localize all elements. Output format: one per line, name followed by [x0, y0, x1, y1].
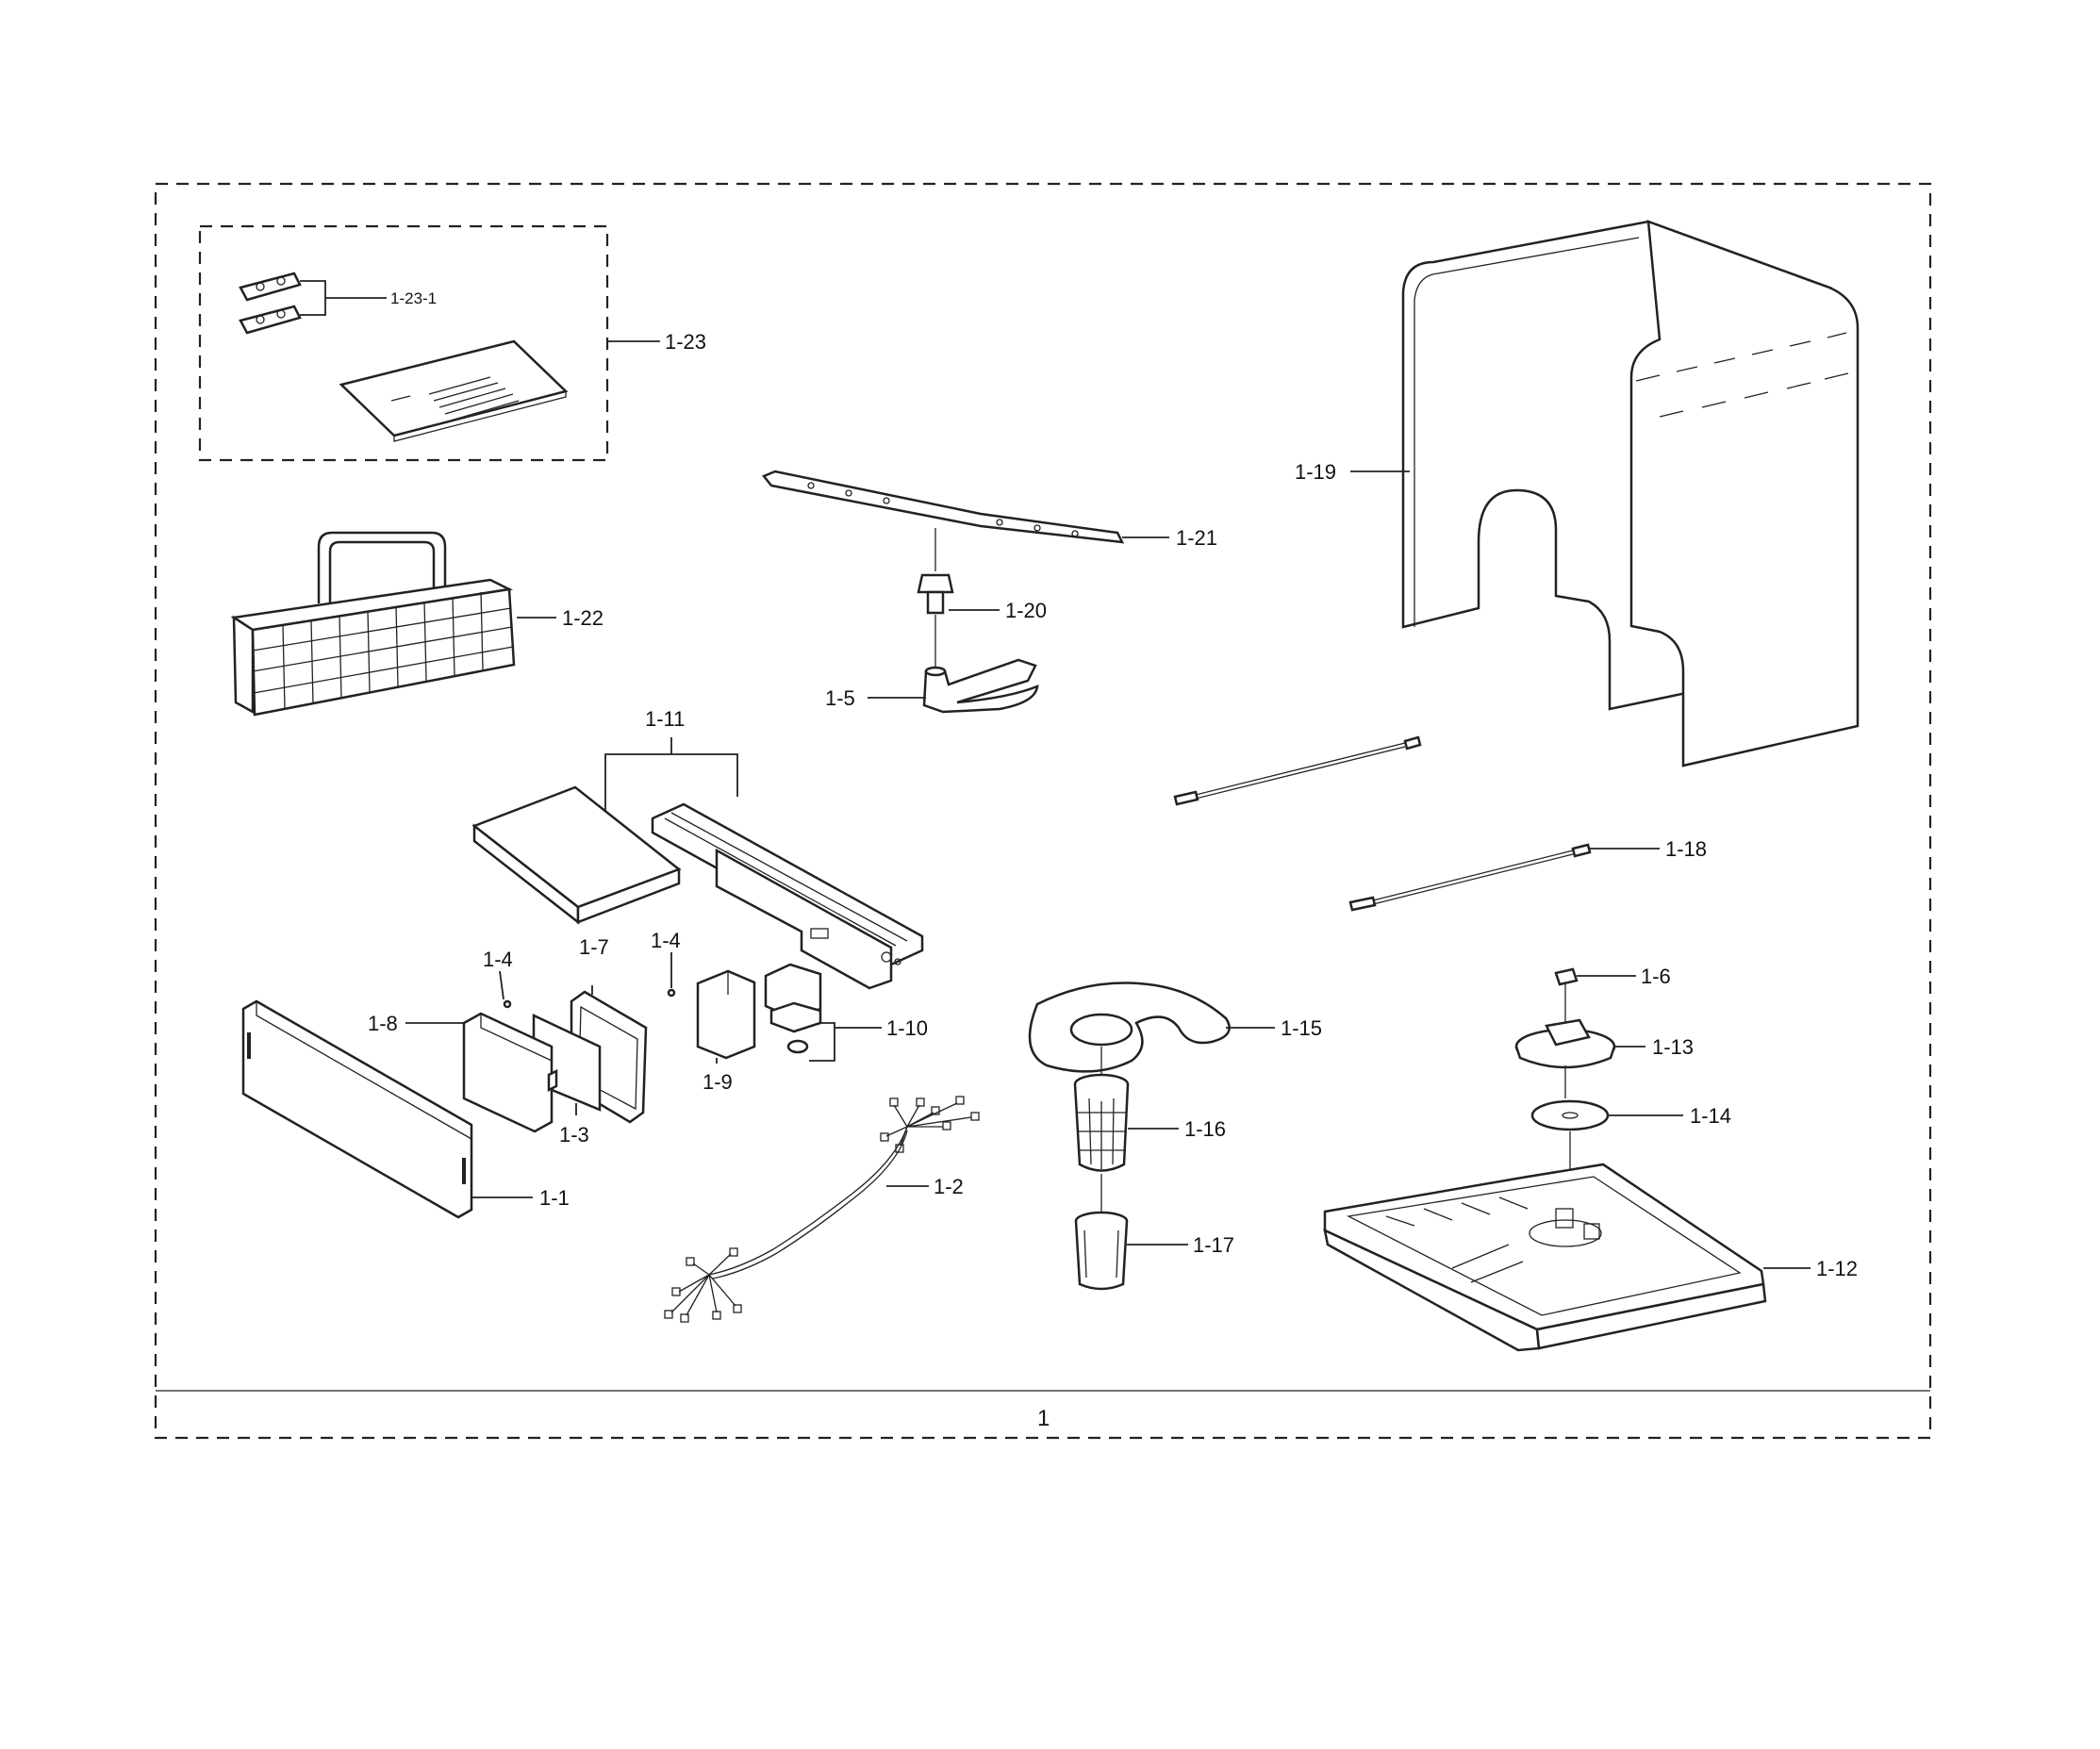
hinge-bracket-top — [239, 272, 302, 302]
part-1-23-kit: 1-23-1 1-23 — [198, 224, 706, 462]
callout-1-4-right: 1-4 — [651, 929, 681, 952]
callout-1-1: 1-1 — [539, 1186, 570, 1210]
part-1-4-screw-left: 1-4 — [483, 948, 513, 1009]
callout-1-4-left: 1-4 — [483, 948, 513, 971]
callout-1-11: 1-11 — [645, 707, 685, 731]
callout-1-20: 1-20 — [1005, 599, 1047, 622]
callout-1-9: 1-9 — [703, 1070, 733, 1094]
part-1-5-arm-holder: 1-5 — [825, 658, 1039, 714]
part-1-11-control-assembly: 1-11 — [471, 707, 924, 990]
part-1-19-insulation-blanket: 1-19 — [1295, 220, 1860, 767]
part-1-12-base: 1-12 — [1323, 1163, 1858, 1352]
callout-1-2: 1-2 — [934, 1175, 964, 1198]
callout-1-10: 1-10 — [886, 1016, 928, 1040]
callout-1-19: 1-19 — [1295, 460, 1336, 484]
callout-1-15: 1-15 — [1281, 1016, 1322, 1040]
control-panel-cover — [471, 785, 682, 925]
callout-1-14: 1-14 — [1690, 1104, 1731, 1128]
part-1-13-sump-cover: 1-13 — [1514, 1018, 1694, 1098]
callout-1-3: 1-3 — [559, 1123, 589, 1147]
part-1-4-screw-right: 1-4 — [651, 929, 681, 998]
part-1-17-fine-filter: 1-17 — [1074, 1174, 1234, 1291]
assembly-callout: 1 — [1037, 1406, 1050, 1431]
callout-1-7: 1-7 — [579, 935, 609, 959]
callout-1-8: 1-8 — [368, 1012, 398, 1035]
part-1-20-connector: 1-20 — [917, 528, 1047, 671]
part-1-6-cap: 1-6 — [1554, 965, 1671, 1023]
part-1-8-display-housing: 1-8 — [368, 1012, 558, 1133]
callout-1-16: 1-16 — [1184, 1117, 1226, 1141]
callout-1-6: 1-6 — [1641, 965, 1671, 988]
control-frame — [651, 802, 924, 990]
callout-1-21: 1-21 — [1176, 526, 1217, 550]
callout-1-13: 1-13 — [1652, 1035, 1694, 1059]
callout-1-17: 1-17 — [1193, 1233, 1234, 1257]
part-1-18-tie-strap: 1-18 — [1348, 837, 1707, 912]
part-1-1-front-strip: 1-1 — [241, 999, 570, 1219]
part-1-16-coarse-filter: 1-16 — [1073, 1047, 1226, 1172]
part-1-9-cover: 1-9 — [696, 969, 756, 1094]
callout-1-23: 1-23 — [665, 330, 706, 354]
tie-strap-upper — [1173, 735, 1422, 806]
part-1-22-silverware-basket: 1-22 — [230, 531, 604, 717]
part-1-2-wire-harness: 1-2 — [664, 1096, 980, 1323]
callout-1-12: 1-12 — [1816, 1257, 1858, 1280]
part-1-10-switch-bracket: 1-10 — [764, 963, 928, 1062]
callout-1-18: 1-18 — [1665, 837, 1707, 861]
callout-1-22: 1-22 — [562, 606, 604, 630]
part-1-14-gasket: 1-14 — [1530, 1099, 1731, 1207]
manual-booklet — [339, 339, 569, 442]
part-1-21-upper-spray-arm: 1-21 — [761, 470, 1217, 550]
assembly-boundary: 1 — [154, 182, 1932, 1440]
hinge-bracket-bottom — [239, 305, 302, 335]
callout-1-5: 1-5 — [825, 686, 855, 710]
callout-1-23-1: 1-23-1 — [390, 289, 437, 307]
part-1-15-filter-plate: 1-15 — [1028, 982, 1322, 1073]
